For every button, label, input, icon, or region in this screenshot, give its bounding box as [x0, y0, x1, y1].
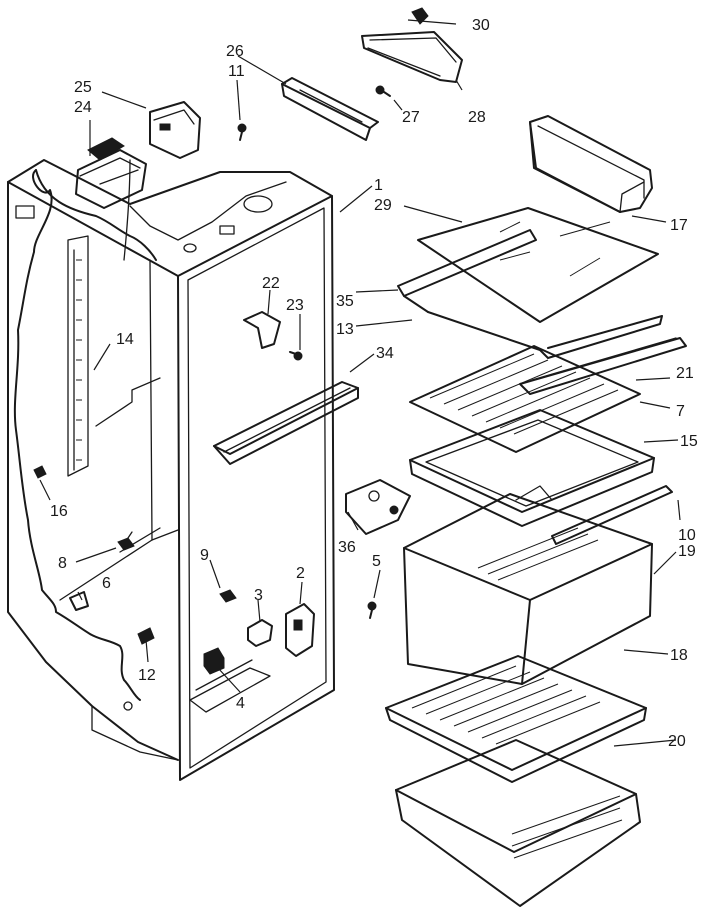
pan-cover-part-18	[385, 655, 647, 783]
callout-21: 21	[676, 365, 694, 382]
callout-26: 26	[226, 43, 244, 60]
callout-11: 11	[228, 63, 245, 80]
callout-16: 16	[50, 503, 68, 520]
callout-25: 25	[74, 79, 92, 96]
callout-9: 9	[200, 547, 209, 564]
callout-2: 2	[296, 565, 305, 582]
screw-part-5	[367, 601, 377, 619]
leader-lines	[39, 19, 681, 747]
rail-part-10	[551, 485, 673, 545]
light-housing-part	[75, 137, 147, 209]
callout-35: 35	[336, 293, 354, 310]
callout-29: 29	[374, 197, 392, 214]
callout-4: 4	[236, 695, 245, 712]
callout-22: 22	[262, 275, 280, 292]
callout-17: 17	[670, 217, 688, 234]
callout-36: 36	[338, 539, 356, 556]
channel-part-34	[213, 381, 359, 465]
clip-part-8	[117, 531, 135, 551]
callout-19: 19	[678, 543, 696, 560]
clip-part-30	[411, 7, 429, 25]
shelf-frame-part-35	[397, 229, 663, 359]
light-shield-part-28	[361, 31, 463, 83]
callout-27: 27	[402, 109, 420, 126]
callout-3: 3	[254, 587, 263, 604]
callout-14: 14	[116, 331, 134, 348]
crisper-cover-part-21	[519, 337, 687, 395]
callout-34: 34	[376, 345, 394, 362]
screw-part-27	[375, 85, 391, 97]
callout-labels: 30 26 11 25 24 27 28 1 29 17 22 23 35 13…	[50, 17, 698, 750]
plate-part-36	[345, 479, 411, 535]
screw-part-23	[289, 351, 303, 361]
screw-part-11	[237, 123, 247, 141]
pan-part-20	[395, 739, 641, 907]
clip-part-9	[219, 589, 237, 603]
callout-6: 6	[102, 575, 111, 592]
crisper-cover-part-7	[409, 345, 641, 453]
callout-30: 30	[472, 17, 490, 34]
callout-8: 8	[58, 555, 67, 572]
bracket-part-3	[247, 619, 273, 647]
callout-20: 20	[668, 733, 686, 750]
callout-10: 10	[678, 527, 696, 544]
callout-1: 1	[374, 177, 383, 194]
bracket-part-22	[243, 311, 281, 349]
callout-13: 13	[336, 321, 354, 338]
callout-24: 24	[74, 99, 92, 116]
block-part-4	[203, 647, 225, 675]
callout-23: 23	[286, 297, 304, 314]
crisper-drawer-part-19	[403, 485, 653, 685]
callout-7: 7	[676, 403, 685, 420]
callout-5: 5	[372, 553, 381, 570]
clip-part-16	[33, 465, 47, 479]
callout-18: 18	[670, 647, 688, 664]
glass-shelf-part-29	[417, 207, 659, 323]
callout-15: 15	[680, 433, 698, 450]
clip-part-12	[137, 627, 155, 645]
callout-28: 28	[468, 109, 486, 126]
hinge-part-2	[285, 603, 315, 657]
bracket-part-25	[149, 101, 201, 159]
cabinet-liner	[7, 159, 335, 781]
callout-12: 12	[138, 667, 156, 684]
door-bin-part-17	[529, 115, 653, 213]
crisper-frame-part-15	[409, 409, 655, 527]
channel-part-26	[281, 77, 379, 141]
